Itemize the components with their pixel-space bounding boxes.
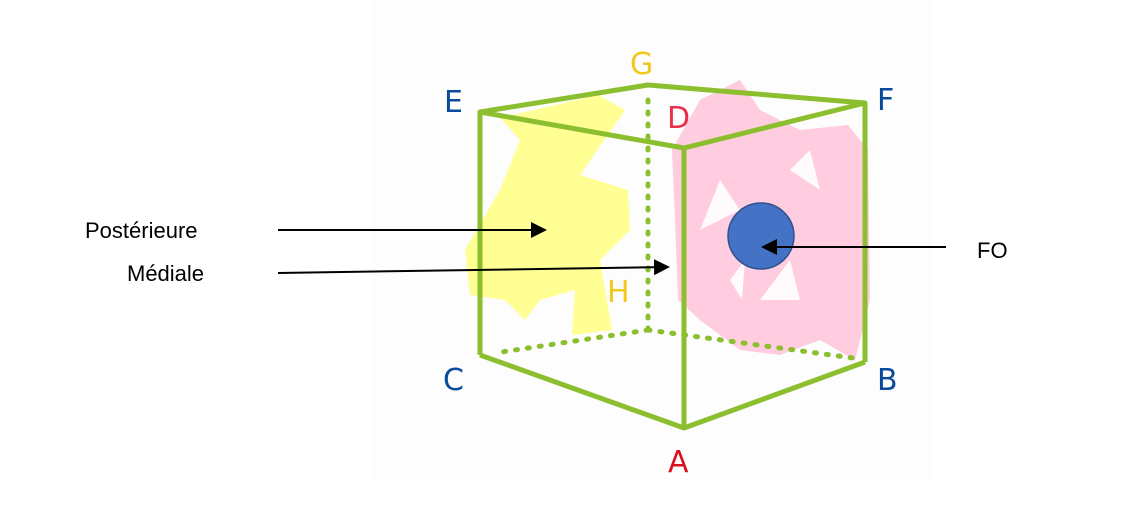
scribble-gaps <box>700 150 820 300</box>
vertex-label-c: C <box>443 363 464 398</box>
fo-label: FO <box>977 238 1008 263</box>
posterior-label: Postérieure <box>85 218 198 243</box>
vertex-label-e: E <box>444 85 463 120</box>
vertex-label-g: G <box>630 47 653 82</box>
vertex-label-a: A <box>668 445 689 480</box>
vertex-label-h: H <box>607 275 630 310</box>
fo-dot <box>727 202 795 270</box>
posterior-face-highlight <box>465 95 630 335</box>
vertex-label-d: D <box>667 101 690 136</box>
medial-label: Médiale <box>127 261 204 286</box>
vertex-label-f: F <box>877 83 894 118</box>
vertex-label-b: B <box>877 363 898 398</box>
visible-edges <box>477 82 868 431</box>
medial-arrow <box>277 259 670 276</box>
